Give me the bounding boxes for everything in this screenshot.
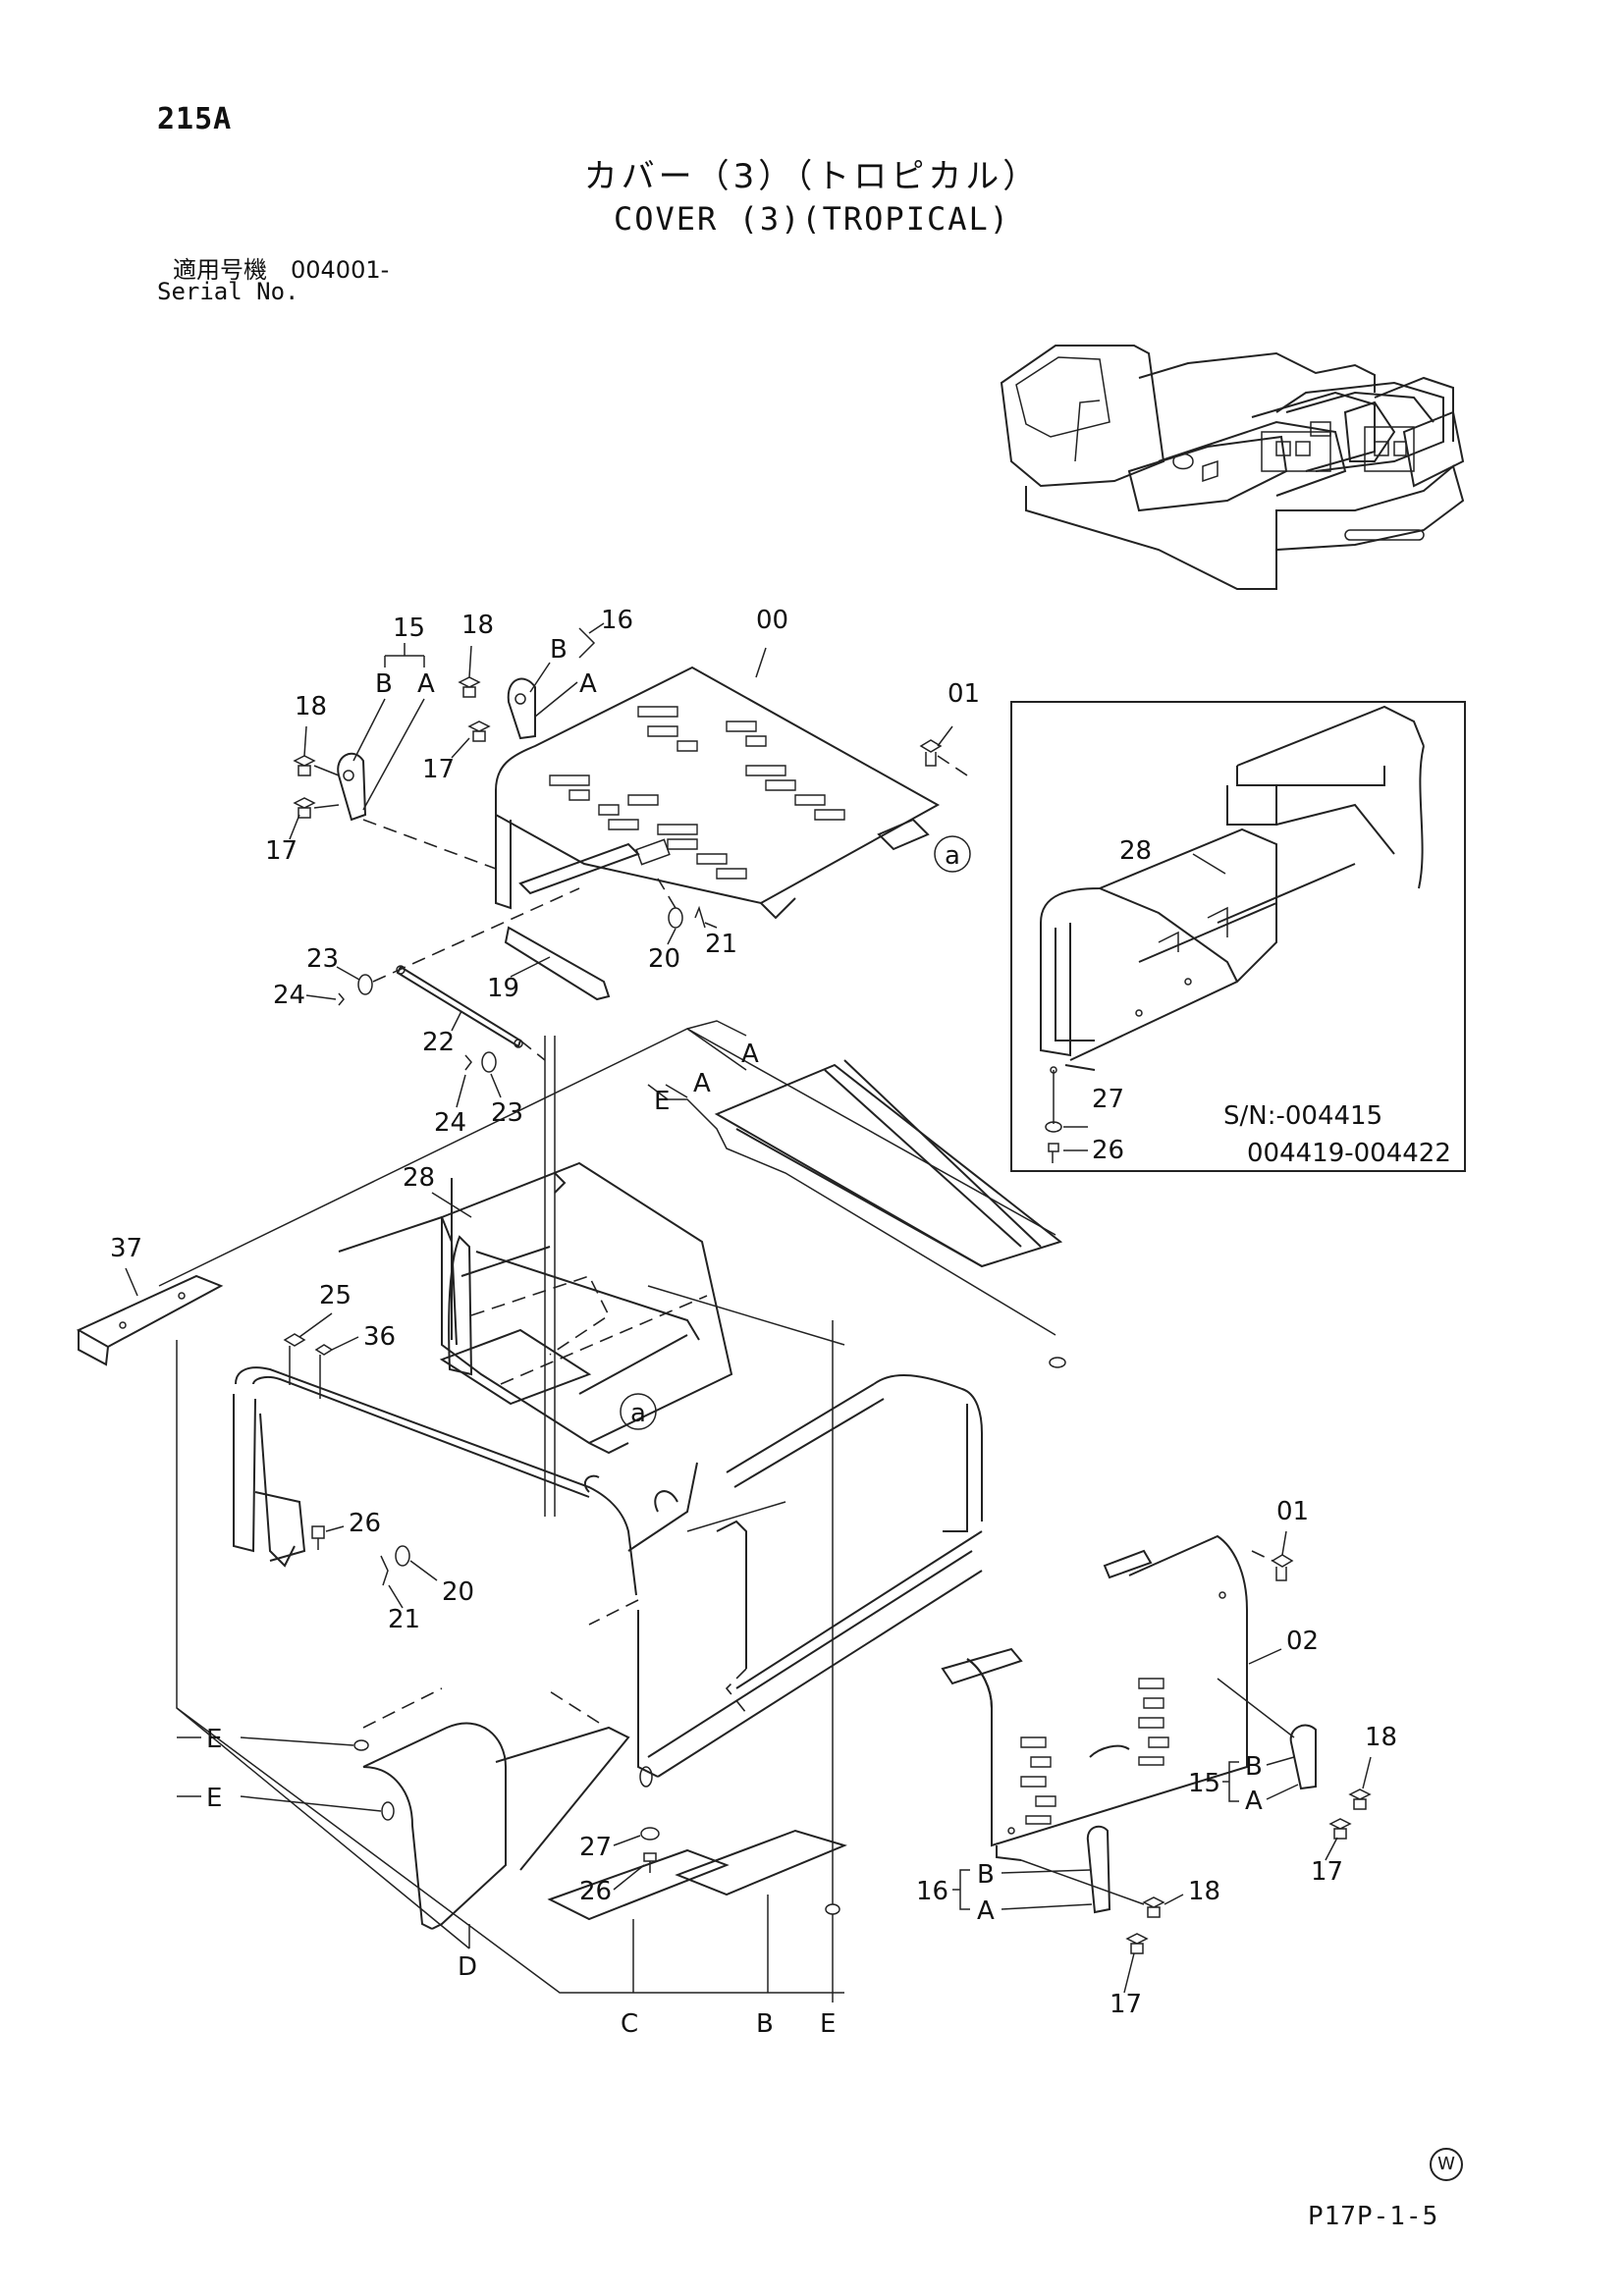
callout-24-b: 24: [434, 1108, 466, 1138]
callout-17-c: 17: [1311, 1857, 1343, 1887]
main-frame: a: [76, 1020, 1066, 2039]
inset-label-27: 27: [1092, 1085, 1124, 1114]
callout-19: 19: [487, 974, 519, 1003]
variant-inset: 28 27 26 S/N:-004415 004419-004422: [1010, 701, 1466, 1172]
latch-15-label-A: A: [417, 669, 435, 699]
callout-01-top: 01: [947, 679, 980, 709]
machine-overview-illustration: [1000, 345, 1465, 590]
bottom-label-B: B: [756, 2009, 774, 2039]
serial-label-japanese: 適用号機 004001-: [173, 256, 390, 284]
callout-16-top: 16: [601, 606, 633, 635]
callout-26-b: 26: [579, 1877, 612, 1906]
callout-24-a: 24: [273, 981, 305, 1010]
callout-20-a: 20: [648, 944, 680, 974]
latch-16-label-A: A: [579, 669, 597, 699]
callout-15-top: 15: [393, 614, 425, 643]
callout-01-right: 01: [1276, 1497, 1309, 1526]
inset-serial-range-1: S/N:-004415: [1223, 1101, 1382, 1131]
callout-37: 37: [110, 1234, 142, 1263]
callout-00: 00: [756, 606, 788, 635]
inset-label-28: 28: [1119, 836, 1152, 866]
title-english: COVER (3)(TROPICAL): [613, 200, 1011, 238]
hinge-rod-parts: 19 22 23 24 23 24 20 21: [273, 878, 737, 1517]
latch-15-right-label-A: A: [1245, 1787, 1263, 1816]
title-japanese: カバー（3）（トロピカル）: [583, 157, 1041, 196]
callout-02: 02: [1286, 1627, 1319, 1656]
latch-16-bottom-label-A: A: [977, 1896, 995, 1926]
callout-17-d: 17: [1110, 1990, 1142, 2019]
callout-25: 25: [319, 1281, 352, 1310]
ref-circle-a-top: a: [945, 841, 960, 871]
callout-18-a: 18: [295, 692, 327, 721]
callout-27: 27: [579, 1833, 612, 1862]
side-door-assembly: 02 01 18 17 B A 15 18 17 B A 16: [916, 1497, 1397, 2019]
callout-18-b: 18: [461, 611, 494, 640]
callout-17-a: 17: [265, 836, 298, 866]
bottom-label-D: D: [458, 1952, 477, 1982]
callout-20-b: 20: [442, 1577, 474, 1607]
callout-21-a: 21: [705, 930, 737, 959]
frame-label-A2: A: [693, 1069, 711, 1098]
latch-16-bottom-label-B: B: [977, 1860, 995, 1890]
ref-circle-a-frame: a: [630, 1399, 646, 1428]
serial-label-english: Serial No.: [157, 278, 299, 305]
inset-serial-range-2: 004419-004422: [1247, 1139, 1451, 1168]
frame-label-A1: A: [741, 1040, 759, 1069]
callout-18-d: 18: [1188, 1877, 1220, 1906]
frame-label-E1: E: [654, 1087, 670, 1116]
callout-36: 36: [363, 1322, 396, 1352]
bottom-label-E: E: [820, 2009, 836, 2039]
latch-15-right-label-B: B: [1245, 1752, 1263, 1782]
watermark-symbol: W: [1430, 2148, 1463, 2181]
latch-15-label-B: B: [375, 669, 393, 699]
page-reference: P17P-1-5: [1308, 2202, 1439, 2231]
callout-22: 22: [422, 1028, 455, 1057]
top-cover-assembly: 00 01 a 18 17 B A 15 18 17 B A: [265, 606, 980, 920]
callout-17-b: 17: [422, 755, 455, 784]
latch-16-label-B: B: [550, 635, 568, 665]
callout-23-a: 23: [306, 944, 339, 974]
inset-label-26: 26: [1092, 1136, 1124, 1165]
left-label-E2: E: [206, 1784, 222, 1813]
callout-23-b: 23: [491, 1098, 523, 1128]
callout-28: 28: [403, 1163, 435, 1193]
bottom-label-C: C: [621, 2009, 638, 2039]
callout-26: 26: [349, 1509, 381, 1538]
callout-21-b: 21: [388, 1605, 420, 1634]
callout-16-bottom: 16: [916, 1877, 948, 1906]
callout-15-right: 15: [1188, 1769, 1220, 1798]
page-code: 215A: [157, 102, 233, 136]
callout-18-c: 18: [1365, 1723, 1397, 1752]
